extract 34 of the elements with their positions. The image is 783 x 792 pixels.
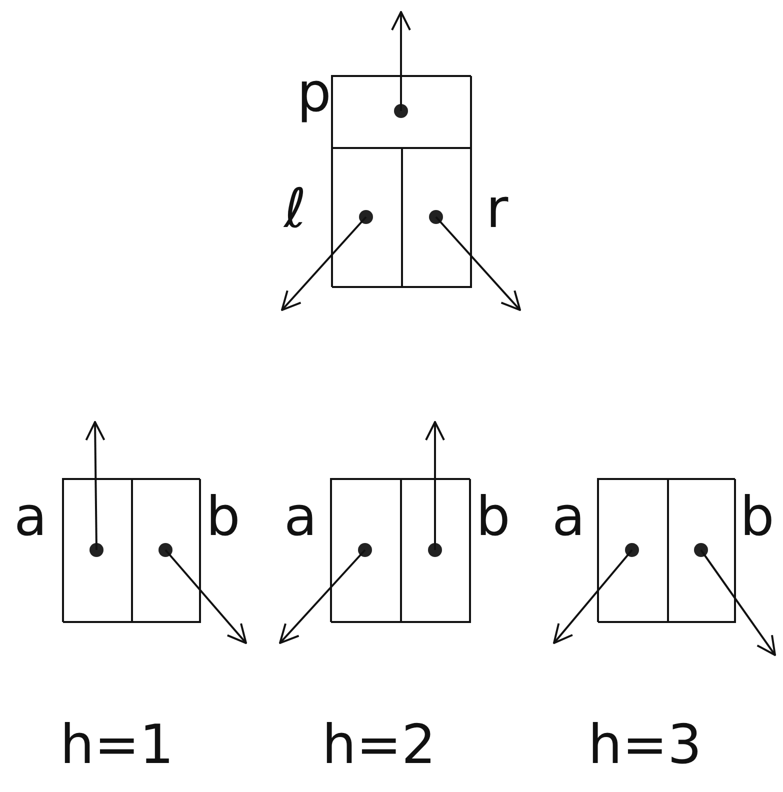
node-label: h=2 bbox=[322, 718, 436, 772]
pointer-arrow bbox=[435, 216, 521, 311]
field-label: a bbox=[552, 490, 586, 544]
record-box bbox=[62, 478, 200, 622]
pointer-arrow bbox=[281, 216, 367, 311]
pointer-arrow bbox=[85, 421, 106, 550]
pointer-arrow bbox=[425, 421, 445, 550]
pointer-arrow bbox=[279, 549, 366, 644]
record-box bbox=[597, 478, 735, 622]
record-field bbox=[132, 479, 201, 623]
pointer-arrow bbox=[164, 549, 247, 644]
field-label: p bbox=[297, 66, 332, 120]
record-field bbox=[63, 479, 132, 623]
pointer-arrow bbox=[391, 11, 411, 111]
field-label: b bbox=[476, 490, 510, 544]
record-field bbox=[402, 148, 472, 288]
record-box bbox=[331, 75, 471, 287]
record-field bbox=[332, 148, 402, 288]
field-label: b bbox=[206, 490, 240, 544]
record-field bbox=[332, 76, 472, 148]
field-label: b bbox=[740, 490, 774, 544]
node-label: h=3 bbox=[588, 718, 702, 772]
field-label: r bbox=[486, 182, 508, 236]
record-field bbox=[401, 479, 471, 623]
record-box bbox=[330, 478, 470, 622]
node-label: h=1 bbox=[60, 718, 174, 772]
pointer-arrow bbox=[553, 549, 633, 644]
record-field bbox=[668, 479, 736, 623]
record-field bbox=[331, 479, 401, 623]
pointer-arrow bbox=[700, 549, 776, 656]
field-label: ℓ bbox=[284, 182, 306, 236]
record-field bbox=[598, 479, 668, 623]
field-label: a bbox=[14, 490, 48, 544]
field-label: a bbox=[284, 490, 318, 544]
